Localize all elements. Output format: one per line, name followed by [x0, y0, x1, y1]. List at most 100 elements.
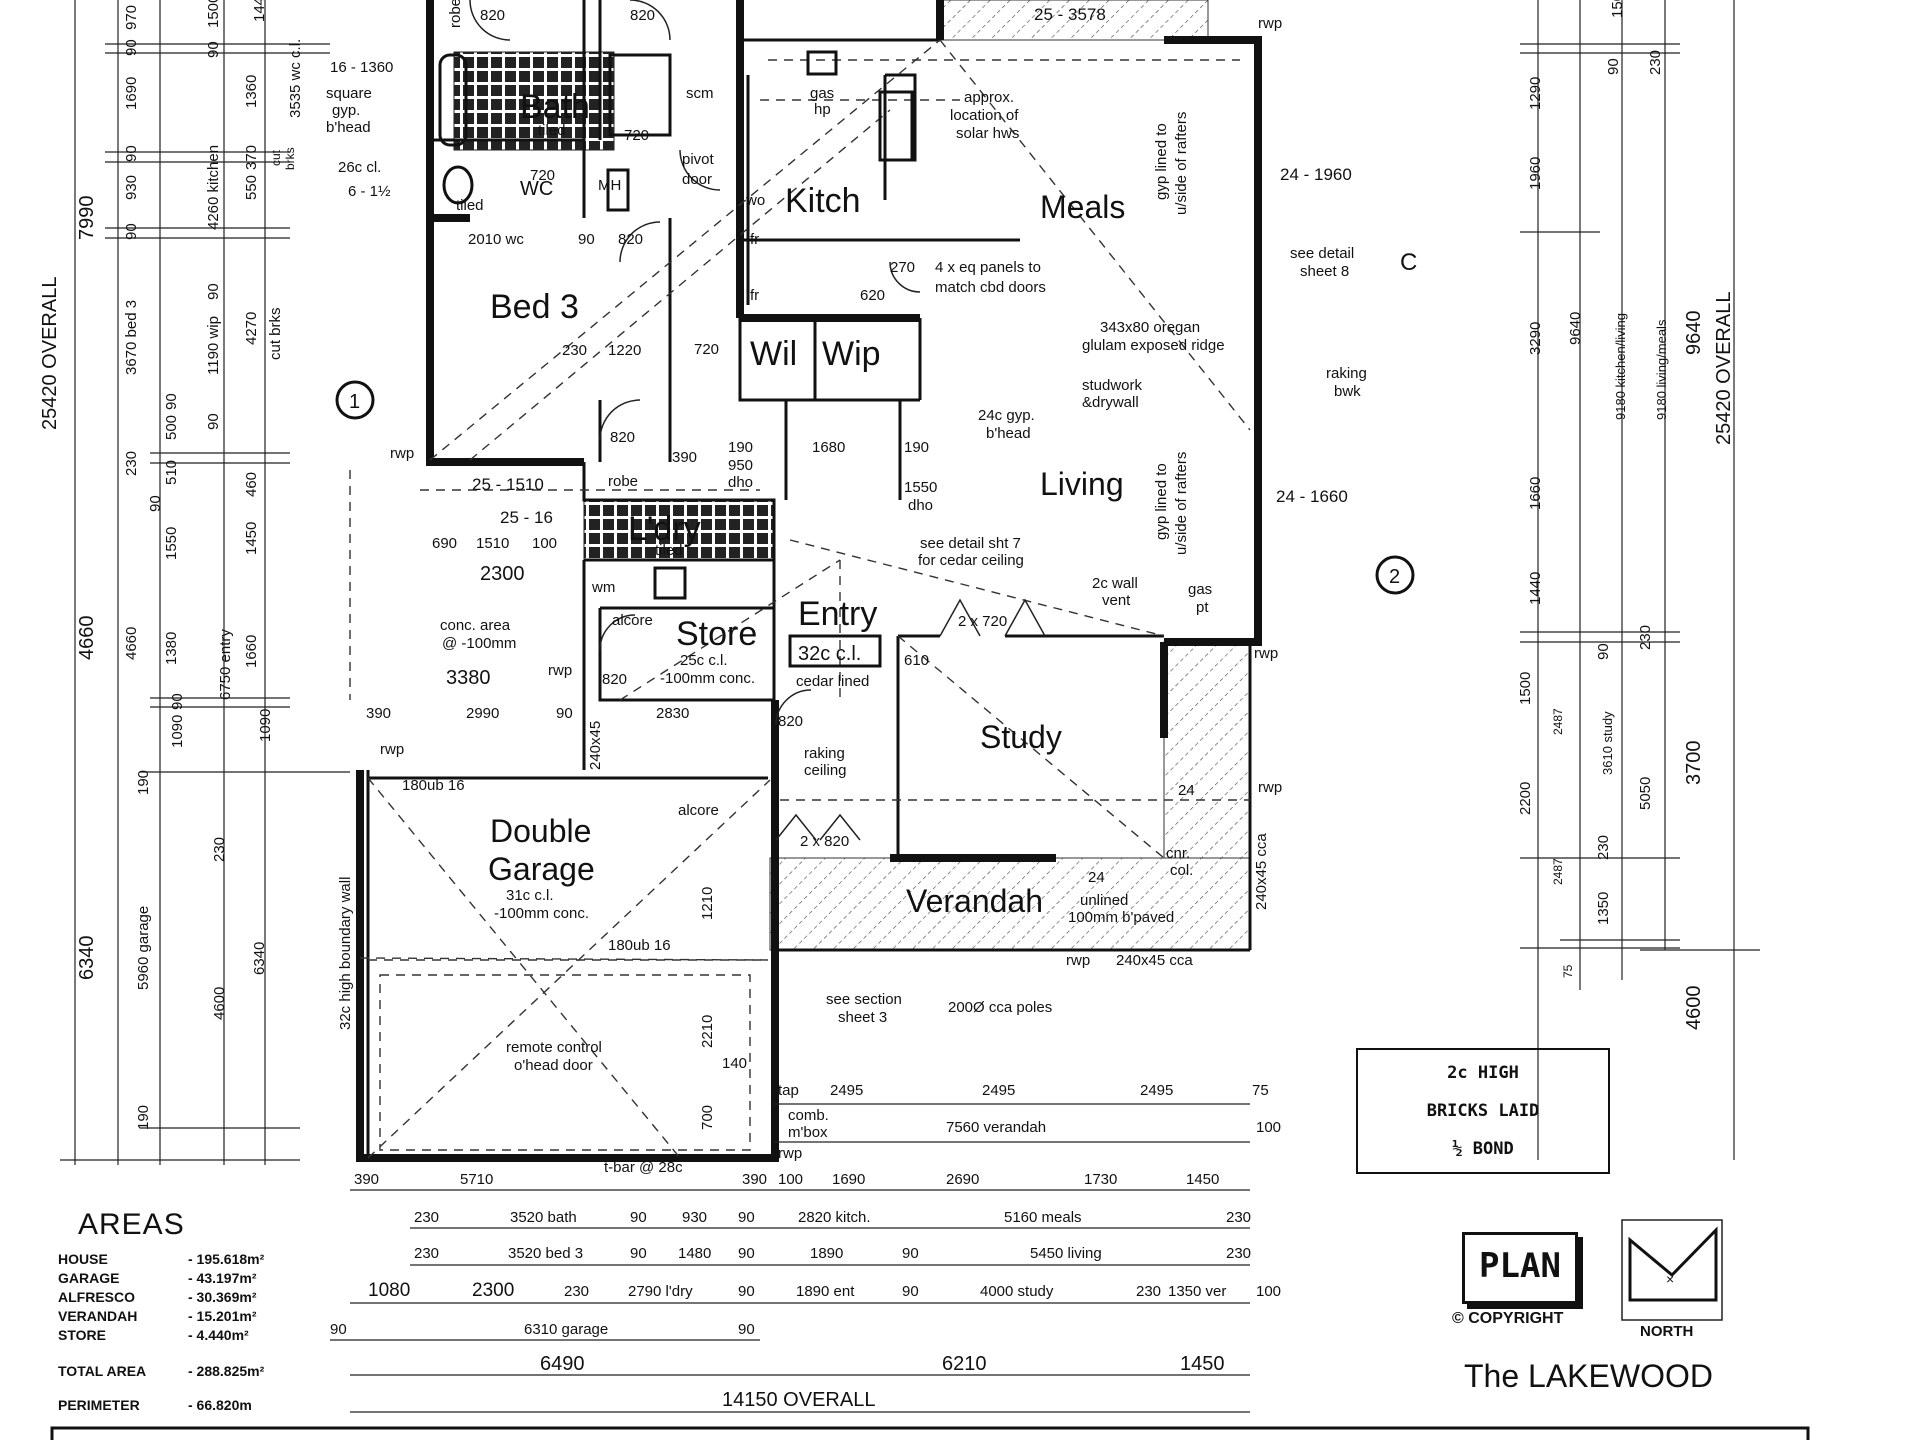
svg-text:rwp: rwp	[548, 662, 572, 679]
svg-text:remote control: remote control	[506, 1039, 602, 1056]
entry-ceiling-box	[788, 634, 882, 668]
left-dimension-text: 25420 OVERALL 7990 4660 6340 970 90 1690…	[39, 0, 304, 1130]
svg-text:rwp: rwp	[1066, 952, 1090, 969]
svg-text:see detail: see detail	[1290, 245, 1354, 262]
svg-text:230: 230	[1595, 835, 1612, 860]
svg-text:robe: robe	[447, 0, 464, 28]
svg-text:rwp: rwp	[380, 741, 404, 758]
svg-text:square: square	[326, 85, 372, 102]
svg-text:6 - 1½: 6 - 1½	[348, 183, 391, 200]
svg-text:230: 230	[414, 1245, 439, 1262]
room-kitch: Kitch	[785, 182, 861, 220]
svg-text:9640: 9640	[1683, 311, 1705, 356]
svg-text:180ub 16: 180ub 16	[402, 777, 465, 794]
annotations: 16 - 1360 square gyp. b'head 26c cl. 6 -…	[326, 0, 1417, 1176]
fixtures	[438, 50, 914, 600]
svg-text:230: 230	[1647, 50, 1664, 75]
svg-text:rwp: rwp	[1254, 645, 1278, 662]
svg-text:1500: 1500	[1609, 0, 1626, 18]
svg-text:90: 90	[556, 705, 573, 722]
north-arrow: × NORTH	[1621, 1219, 1723, 1340]
svg-text:100: 100	[532, 535, 557, 552]
bottom-dimension-text: 390 5710 390 100 1690 2690 1730 1450 230…	[330, 1171, 1281, 1411]
svg-text:2495: 2495	[1140, 1082, 1173, 1099]
svg-text:fr: fr	[750, 287, 759, 304]
svg-text:solar hws: solar hws	[956, 125, 1019, 142]
svg-text:NORTH: NORTH	[1640, 1323, 1693, 1340]
svg-text:2990: 2990	[466, 705, 499, 722]
svg-text:90: 90	[738, 1321, 755, 1338]
room-living: Living	[1040, 466, 1124, 502]
svg-text:studwork: studwork	[1082, 377, 1143, 394]
dashed-lines	[349, 39, 1251, 1159]
svg-text:90: 90	[147, 495, 164, 512]
svg-text:m'box: m'box	[788, 1124, 828, 1141]
svg-text:9180 kitchen/living: 9180 kitchen/living	[1613, 313, 1628, 420]
svg-text:wo: wo	[745, 192, 765, 209]
svg-text:b'head: b'head	[326, 119, 371, 136]
svg-text:90: 90	[123, 223, 140, 240]
svg-text:gyp lined to: gyp lined to	[1153, 463, 1170, 540]
svg-text:2300: 2300	[472, 1280, 514, 1301]
svg-text:dho: dho	[908, 497, 933, 514]
svg-text:tiled: tiled	[456, 197, 484, 214]
room-wip: Wip	[822, 335, 881, 373]
area-perimeter: PERIMETER- 66.820m	[58, 1397, 252, 1413]
svg-text:sheet 3: sheet 3	[838, 1009, 887, 1026]
svg-text:gyp lined to: gyp lined to	[1153, 123, 1170, 200]
svg-text:26c cl.: 26c cl.	[338, 159, 381, 176]
svg-text:90: 90	[330, 1321, 347, 1338]
svg-text:cut brks: cut brks	[267, 307, 284, 360]
svg-text:1480: 1480	[678, 1245, 711, 1262]
svg-text:rwp: rwp	[1258, 779, 1282, 796]
areas-table: AREAS HOUSE- 195.618m² GARAGE- 43.197m² …	[58, 1208, 308, 1413]
room-study: Study	[980, 719, 1062, 755]
room-entry: Entry	[798, 595, 877, 633]
svg-text:cedar lined: cedar lined	[796, 673, 869, 690]
svg-text:comb.: comb.	[788, 1107, 829, 1124]
svg-text:6210: 6210	[942, 1353, 987, 1375]
svg-text:tiled: tiled	[538, 122, 566, 139]
svg-text:gas: gas	[1188, 581, 1212, 598]
plan-label: PLAN	[1462, 1232, 1578, 1304]
svg-text:2010 wc: 2010 wc	[468, 231, 524, 248]
area-row: ALFRESCO- 30.369m²	[58, 1289, 257, 1305]
svg-text:1290: 1290	[1527, 77, 1544, 110]
svg-text:950: 950	[728, 457, 753, 474]
svg-text:90: 90	[169, 693, 186, 710]
svg-text:24 - 1660: 24 - 1660	[1276, 487, 1348, 506]
svg-text:820: 820	[602, 671, 627, 688]
svg-text:1960: 1960	[1527, 157, 1544, 190]
svg-text:1440: 1440	[251, 0, 268, 22]
svg-text:1660: 1660	[243, 635, 260, 668]
svg-text:230: 230	[564, 1283, 589, 1300]
areas-title: AREAS	[78, 1208, 185, 1241]
svg-text:WC: WC	[520, 178, 553, 200]
svg-text:location of: location of	[950, 107, 1019, 124]
svg-text:6340: 6340	[251, 942, 268, 975]
room-labels: Bath tiled WC tiled MH Kitch Meals Bed 3…	[456, 88, 1125, 919]
svg-text:tiled: tiled	[655, 542, 683, 559]
internal-dimensions: 820 820 2010 wc 90 820 720 720 720 270 6…	[366, 7, 1281, 1143]
svg-text:4660: 4660	[123, 627, 140, 660]
room-wil: Wil	[750, 335, 797, 373]
svg-text:25 - 3578: 25 - 3578	[1034, 5, 1106, 24]
svg-text:2790 l'dry: 2790 l'dry	[628, 1283, 693, 1300]
svg-text:alcore: alcore	[612, 612, 653, 629]
svg-text:2820 kitch.: 2820 kitch.	[798, 1209, 871, 1226]
svg-text:3290: 3290	[1527, 322, 1544, 355]
svg-text:620: 620	[860, 287, 885, 304]
svg-text:90: 90	[1595, 643, 1612, 660]
svg-text:-100mm conc.: -100mm conc.	[494, 905, 589, 922]
svg-text:t-bar @ 28c: t-bar @ 28c	[604, 1159, 683, 1176]
svg-text:460: 460	[243, 472, 260, 497]
svg-text:C: C	[1400, 249, 1417, 276]
svg-text:25 - 16: 25 - 16	[500, 508, 553, 527]
area-row: VERANDAH- 15.201m²	[58, 1308, 257, 1324]
svg-text:6750 entry: 6750 entry	[217, 629, 234, 700]
svg-text:4000 study: 4000 study	[980, 1283, 1054, 1300]
svg-text:390: 390	[366, 705, 391, 722]
area-row: STORE- 4.440m²	[58, 1327, 249, 1343]
toilet	[442, 165, 474, 205]
